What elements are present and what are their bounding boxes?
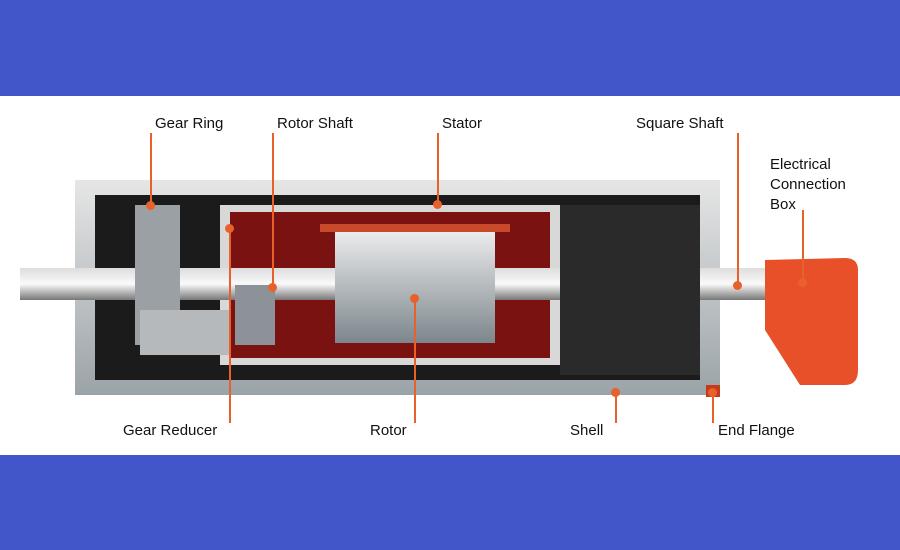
leader-stator: [437, 133, 439, 205]
label-gear-ring: Gear Ring: [155, 115, 224, 132]
leader-square-shaft: [737, 133, 739, 285]
leader-electrical-box: [802, 210, 804, 282]
leader-rotor-shaft: [272, 133, 274, 288]
label-electrical-1: Electrical: [770, 156, 831, 173]
label-square-shaft: Square Shaft: [636, 115, 724, 132]
leader-rotor: [414, 298, 416, 423]
leader-gear-ring: [150, 133, 152, 205]
dot-gear-ring: [146, 201, 155, 210]
leader-gear-reducer: [229, 228, 231, 423]
label-rotor: Rotor: [370, 422, 407, 439]
leader-end-flange: [712, 392, 714, 423]
leader-shell: [615, 392, 617, 423]
dot-rotor-shaft: [268, 283, 277, 292]
dot-shell: [611, 388, 620, 397]
label-shell: Shell: [570, 422, 604, 439]
dot-electrical-box: [798, 278, 807, 287]
dot-square-shaft: [733, 281, 742, 290]
bottom-band: [0, 455, 900, 550]
label-electrical-2: Connection: [770, 176, 846, 193]
dot-end-flange: [708, 388, 717, 397]
label-gear-reducer: Gear Reducer: [123, 422, 218, 439]
dot-gear-reducer: [225, 224, 234, 233]
electrical-box: [765, 258, 858, 385]
label-end-flange: End Flange: [718, 422, 795, 439]
label-rotor-shaft: Rotor Shaft: [277, 115, 353, 132]
label-stator: Stator: [442, 115, 483, 132]
label-electrical-3: Box: [770, 196, 796, 213]
dot-stator: [433, 200, 442, 209]
dot-rotor: [410, 294, 419, 303]
top-band: [0, 0, 900, 96]
